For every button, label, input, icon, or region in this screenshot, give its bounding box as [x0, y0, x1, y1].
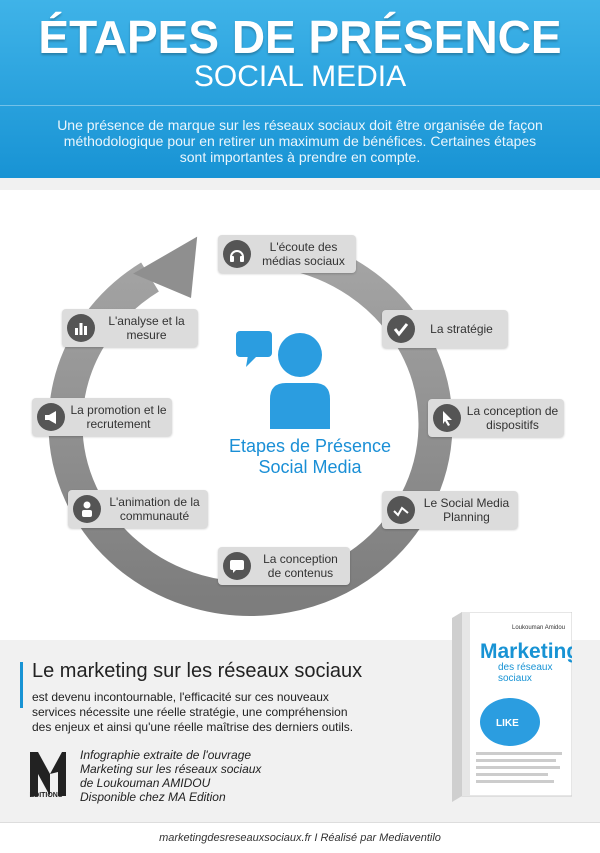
page-subtitle: SOCIAL MEDIA: [193, 60, 407, 93]
logo-word: ÉDITIONS: [29, 792, 63, 799]
step-animation-communaute: L'animation de la communauté: [68, 490, 208, 528]
cursor-icon: [433, 404, 461, 432]
step-analyse-mesure: L'analyse et la mesure: [62, 309, 198, 347]
step-strategie: La stratégie: [382, 310, 508, 348]
bar-chart-icon: [67, 314, 95, 342]
speech-bubble-icon: [223, 552, 251, 580]
step-social-media-planning: Le Social Media Planning: [382, 491, 518, 529]
header-banner: ÉTAPES DE PRÉSENCE SOCIAL MEDIA Une prés…: [0, 0, 600, 178]
intro-text: Une présence de marque sur les réseaux s…: [57, 117, 543, 165]
step-label: Le Social Media Planning: [423, 496, 510, 524]
book-author: Loukouman Amidou: [512, 625, 565, 631]
cycle-arrowhead: [133, 236, 198, 298]
book-title-2: des réseaux: [498, 662, 552, 673]
book-title-1: Marketing: [480, 640, 572, 663]
promo-text: est devenu incontournable, l'efficacité …: [32, 690, 354, 734]
step-label: L'écoute des médias sociaux: [262, 240, 345, 268]
credit-line: Disponible chez MA Edition: [80, 790, 226, 804]
step-label: L'analyse et la mesure: [108, 314, 185, 342]
step-label: La conception de contenus: [263, 552, 338, 580]
megaphone-icon: [37, 403, 65, 431]
step-label: La stratégie: [430, 322, 493, 336]
thumbs-up-icon: [480, 698, 540, 746]
step-conception-dispositifs: La conception de dispositifs: [428, 399, 564, 437]
center-label-line2: Social Media: [258, 457, 362, 477]
promo-title: Le marketing sur les réseaux sociaux: [32, 660, 363, 682]
ma-editions-logo: [30, 752, 66, 796]
book-credit: Infographie extraite de l'ouvrage Market…: [80, 748, 340, 804]
chart-line-icon: [387, 496, 415, 524]
book-like: LIKE: [496, 718, 519, 729]
page-footer: marketingdesreseauxsociaux.fr I Réalisé …: [0, 822, 600, 853]
cycle-diagram: Etapes de Présence Social Media L'écoute…: [0, 190, 600, 640]
headphones-icon: [223, 240, 251, 268]
credit-line: de Loukouman AMIDOU: [80, 776, 211, 790]
step-label: La promotion et le recrutement: [70, 403, 167, 431]
promo-accent-bar: [20, 662, 23, 708]
book-cover: Loukouman Amidou Marketing des réseaux s…: [452, 611, 579, 802]
person-icon: [73, 495, 101, 523]
header-divider: [0, 105, 600, 106]
center-label-line1: Etapes de Présence: [228, 436, 392, 456]
credit-line: Infographie extraite de l'ouvrage: [80, 748, 252, 762]
center-label: Etapes de Présence Social Media: [180, 436, 440, 478]
page-title: ÉTAPES DE PRÉSENCE: [38, 11, 562, 63]
step-conception-contenus: La conception de contenus: [218, 547, 350, 585]
step-ecoute: L'écoute des médias sociaux: [218, 235, 356, 273]
credit-line: Marketing sur les réseaux sociaux: [80, 762, 262, 776]
social-person-icon: [236, 331, 330, 429]
book-image: Loukouman Amidou Marketing des réseaux s…: [452, 611, 579, 802]
step-label: La conception de dispositifs: [466, 404, 559, 432]
step-promotion-recrutement: La promotion et le recrutement: [32, 398, 172, 436]
step-label: L'animation de la communauté: [109, 495, 200, 523]
checkmark-icon: [387, 315, 415, 343]
book-title-3: sociaux: [498, 673, 532, 684]
